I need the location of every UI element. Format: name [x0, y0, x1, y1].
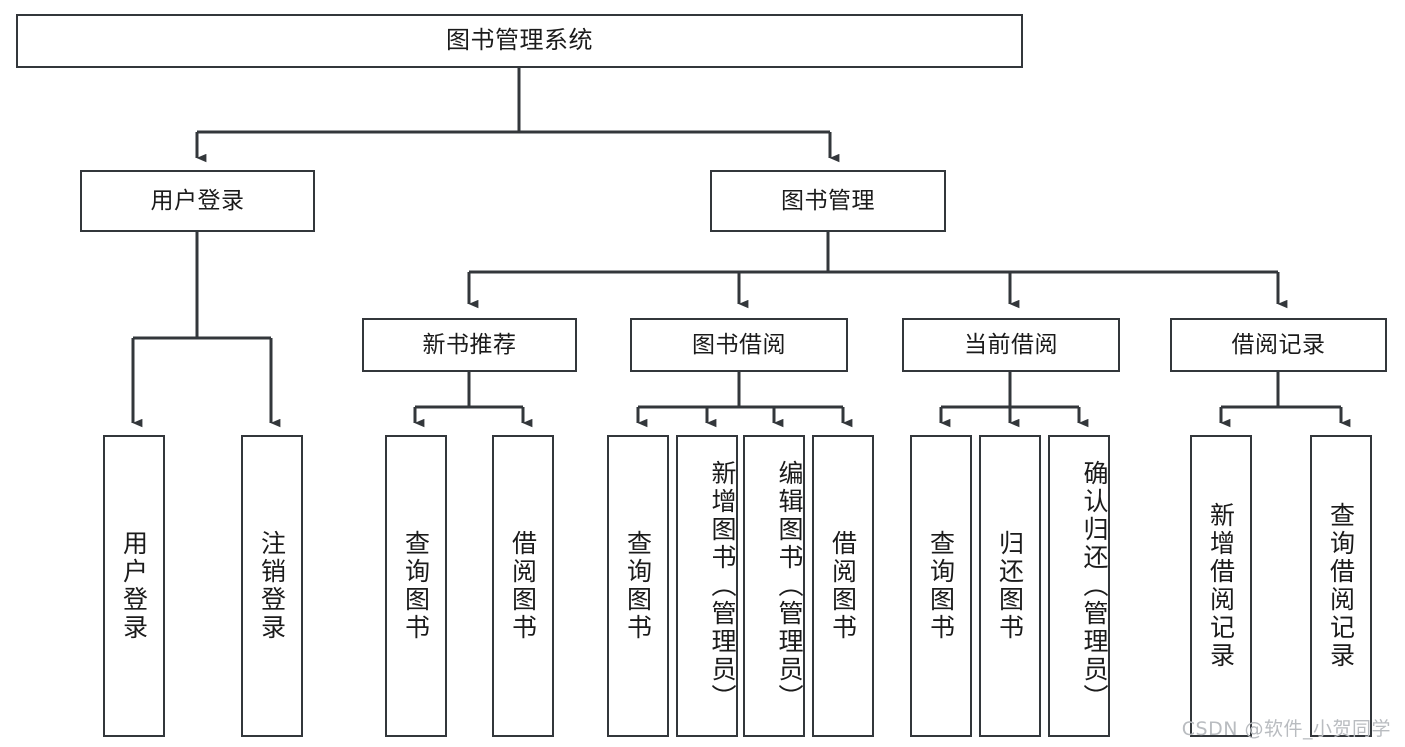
leaf-current-confirm-return-admin[interactable]: 确认归还（管理员）	[1048, 435, 1110, 737]
leaf-borrow-add-book-admin[interactable]: 新增图书（管理员）	[676, 435, 738, 737]
leaf-borrow-query-book[interactable]: 查询图书	[607, 435, 669, 737]
leaf-recommend-borrow-book[interactable]: 借阅图书	[492, 435, 554, 737]
node-label: 确认归还（管理员）	[1080, 460, 1109, 712]
node-label: 新增图书（管理员）	[708, 460, 737, 712]
node-label: 归还图书	[995, 530, 1025, 642]
node-root-book-management-system[interactable]: 图书管理系统	[16, 14, 1023, 68]
node-label: 查询图书	[401, 530, 431, 642]
leaf-current-return-book[interactable]: 归还图书	[979, 435, 1041, 737]
node-label: 图书借阅	[692, 331, 786, 358]
leaf-current-query-book[interactable]: 查询图书	[910, 435, 972, 737]
csdn-watermark: CSDN @软件_小贺同学	[1181, 718, 1391, 740]
node-label: 图书管理	[781, 187, 875, 214]
node-label: 借阅图书	[508, 530, 538, 642]
node-label: 查询图书	[623, 530, 653, 642]
node-label: 查询图书	[926, 530, 956, 642]
node-label: 新书推荐	[422, 331, 517, 358]
leaf-recommend-query-book[interactable]: 查询图书	[385, 435, 447, 737]
leaf-borrow-edit-book-admin[interactable]: 编辑图书（管理员）	[743, 435, 805, 737]
leaf-record-query-borrow-record[interactable]: 查询借阅记录	[1310, 435, 1372, 737]
node-book-management[interactable]: 图书管理	[710, 170, 946, 232]
node-user-login[interactable]: 用户登录	[80, 170, 315, 232]
node-current-borrow[interactable]: 当前借阅	[902, 318, 1120, 372]
node-label: 用户登录	[119, 530, 149, 642]
node-borrow-record[interactable]: 借阅记录	[1170, 318, 1387, 372]
node-label: 编辑图书（管理员）	[775, 460, 804, 712]
node-book-borrow[interactable]: 图书借阅	[630, 318, 848, 372]
node-label: 用户登录	[150, 187, 245, 214]
node-label: 借阅记录	[1231, 331, 1326, 358]
leaf-borrow-borrow-book[interactable]: 借阅图书	[812, 435, 874, 737]
leaf-user-logout[interactable]: 注销登录	[241, 435, 303, 737]
node-label: 图书管理系统	[446, 26, 593, 55]
leaf-record-add-borrow-record[interactable]: 新增借阅记录	[1190, 435, 1252, 737]
node-label: 注销登录	[257, 530, 287, 642]
node-label: 当前借阅	[964, 331, 1058, 358]
node-label: 借阅图书	[828, 530, 858, 642]
leaf-user-login[interactable]: 用户登录	[103, 435, 165, 737]
node-label: 查询借阅记录	[1326, 502, 1356, 670]
node-label: 新增借阅记录	[1206, 502, 1236, 670]
node-new-book-recommend[interactable]: 新书推荐	[362, 318, 577, 372]
